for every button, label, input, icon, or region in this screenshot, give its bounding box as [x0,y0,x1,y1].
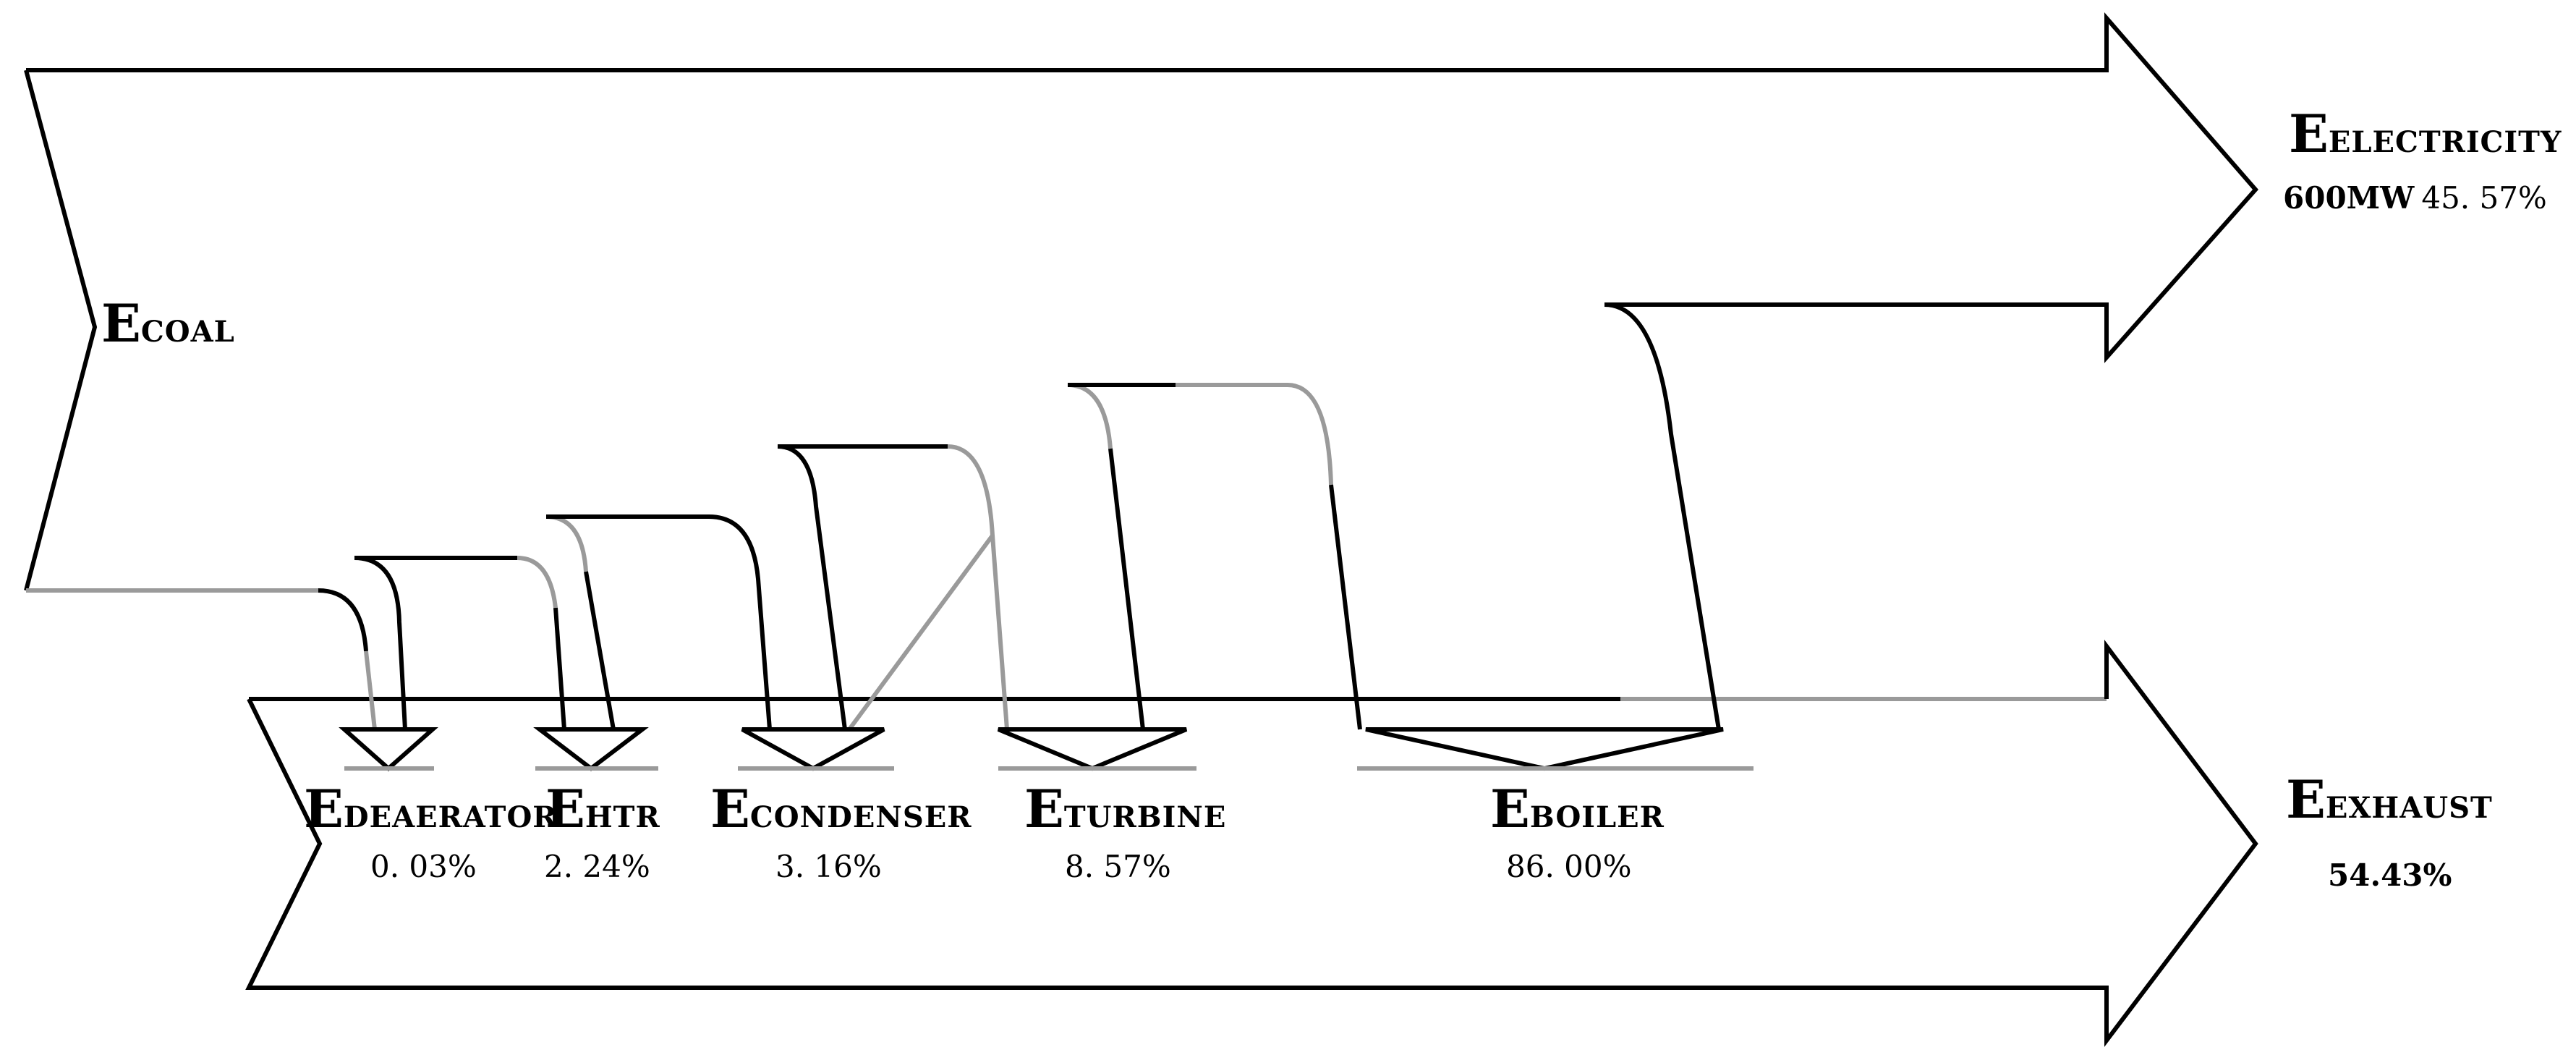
deaerator-down-arrow [339,727,438,772]
turbine-branch [1067,383,1362,730]
coal-label: ECOAL [101,292,235,354]
turbine-down-arrow [997,727,1196,771]
deaerator-branch [318,556,566,730]
exhaust-label: EEXHAUST [2286,768,2493,830]
htr-down-arrow [533,727,658,771]
coal-electricity-arrow [24,12,2258,593]
htr-label: EHTR [545,778,660,839]
exhaust-arrow [245,640,2258,1047]
turbine-label: ETURBINE [1024,778,1226,839]
boiler-value: 86. 00% [1506,849,1632,884]
condenser-down-arrow [738,727,894,771]
condenser-label: ECONDENSER [710,778,972,839]
turbine-value: 8. 57% [1065,849,1171,884]
htr-branch [545,514,772,730]
exhaust-value: 54.43% [2328,857,2452,893]
boiler-branch [1604,302,1721,730]
electricity-label: EELECTRICITY [2289,103,2562,164]
boiler-down-arrow [1357,727,1754,771]
deaerator-value: 0. 03% [370,849,477,884]
condenser-value: 3. 16% [775,849,882,884]
deaerator-label: EDEAERATOR [304,778,558,839]
condenser-branch [777,444,1009,731]
boiler-label: EBOILER [1490,778,1665,839]
htr-value: 2. 24% [544,849,650,884]
